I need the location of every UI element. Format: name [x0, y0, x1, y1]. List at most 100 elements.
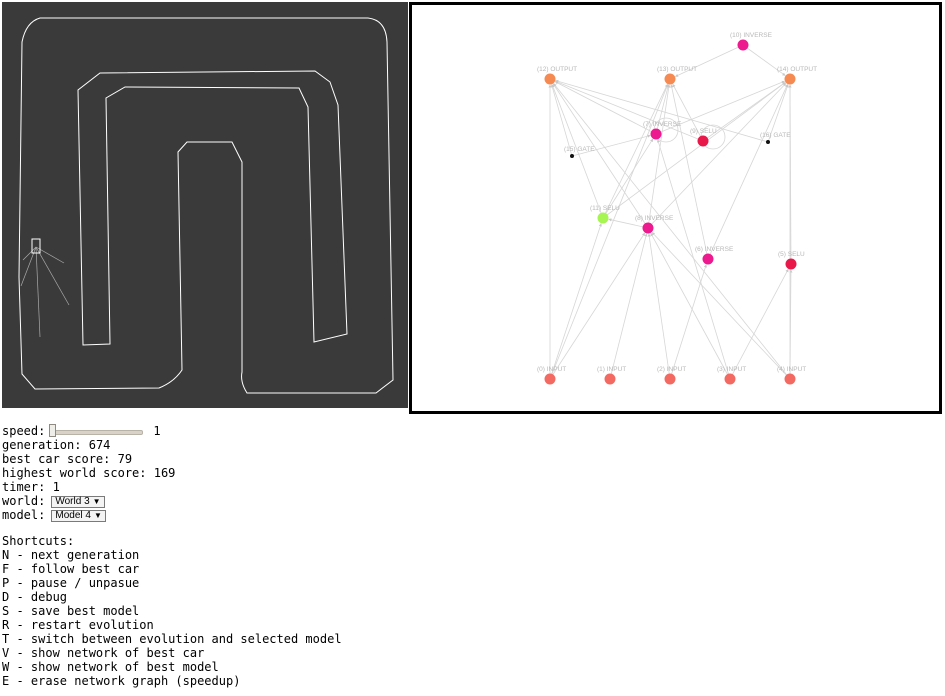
network-node-gate[interactable]: [570, 154, 574, 158]
network-node-inverse[interactable]: [702, 253, 714, 265]
network-node-input[interactable]: [544, 373, 556, 385]
network-edge: [655, 84, 670, 135]
shortcut-item: E - erase network graph (speedup): [2, 674, 241, 688]
track-outer-boundary: [18, 17, 394, 394]
network-edge: [552, 83, 649, 229]
speed-slider-thumb[interactable]: [49, 424, 57, 437]
chevron-down-icon: ▼: [92, 497, 101, 506]
shortcut-item: V - show network of best car: [2, 646, 205, 660]
network-edge: [729, 268, 789, 380]
network-node-gate[interactable]: [766, 140, 770, 144]
network-edge: [555, 79, 769, 143]
network-node-label: (2) INPUT: [657, 366, 686, 373]
network-node-label: (14) OUTPUT: [777, 66, 817, 73]
network-edge: [702, 82, 786, 142]
shortcut-item: W - show network of best model: [2, 660, 219, 674]
car-body[interactable]: [31, 238, 41, 254]
network-edge: [651, 231, 791, 380]
network-node-selu_green[interactable]: [597, 212, 609, 224]
shortcut-item: F - follow best car: [2, 562, 140, 576]
shortcut-item: T - switch between evolution and selecte…: [2, 632, 342, 646]
world-label: world:: [2, 494, 46, 508]
chevron-down-icon: ▼: [93, 511, 102, 520]
speed-label: speed:: [2, 424, 46, 438]
network-edge: [707, 83, 788, 260]
timer-value: 1: [52, 480, 60, 494]
network-node-label: (1) INPUT: [597, 366, 626, 373]
shortcut-item: P - pause / unpasue: [2, 576, 140, 590]
network-node-label: (0) INPUT: [537, 366, 566, 373]
network-node-selu[interactable]: [785, 258, 797, 270]
best-car-score-row: best car score: 79: [2, 452, 342, 466]
network-edge: [742, 44, 786, 76]
shortcut-item: R - restart evolution: [2, 618, 154, 632]
network-edge: [669, 264, 707, 380]
model-select[interactable]: Model 4▼: [51, 510, 106, 522]
network-edge: [602, 83, 668, 219]
network-node-label: (5) SELU: [778, 251, 805, 258]
speed-value: 1: [153, 424, 161, 438]
network-edge: [602, 138, 654, 219]
generation-label: generation:: [2, 438, 82, 452]
shortcut-item: S - save best model: [2, 604, 140, 618]
shortcut-item: D - debug: [2, 590, 68, 604]
network-node-inverse[interactable]: [737, 39, 749, 51]
spacer: [2, 522, 342, 534]
network-node-selu[interactable]: [697, 135, 709, 147]
network-node-label: (6) INVERSE: [695, 246, 734, 253]
network-edge: [609, 233, 648, 380]
shortcut-item: N - next generation: [2, 548, 140, 562]
car-sensor-ray: [35, 246, 70, 306]
network-edge: [767, 84, 789, 143]
highest-world-score-label: highest world score:: [2, 466, 147, 480]
network-node-input[interactable]: [784, 373, 796, 385]
network-node-inverse[interactable]: [650, 128, 662, 140]
network-edge: [672, 83, 704, 142]
network-edge: [554, 81, 657, 135]
speed-slider[interactable]: [49, 424, 145, 437]
network-edge: [551, 84, 604, 219]
model-row: model:Model 4▼: [2, 508, 342, 522]
network-edge: [571, 134, 651, 157]
network-edge: [647, 84, 671, 229]
network-node-input[interactable]: [664, 373, 676, 385]
network-node-input[interactable]: [724, 373, 736, 385]
network-node-output[interactable]: [664, 73, 676, 85]
network-graph: (0) INPUT(1) INPUT(2) INPUT(3) INPUT(4) …: [537, 32, 817, 385]
network-edge: [674, 44, 744, 77]
network-graph-panel[interactable]: (0) INPUT(1) INPUT(2) INPUT(3) INPUT(4) …: [409, 2, 942, 414]
generation-value: 674: [88, 438, 111, 452]
network-edge: [647, 233, 671, 380]
timer-row: timer: 1: [2, 480, 342, 494]
track-canvas[interactable]: [2, 2, 408, 408]
network-node-label: (9) SELU: [690, 128, 717, 135]
network-node-label: (7) INVERSE: [643, 121, 682, 128]
network-node-output[interactable]: [544, 73, 556, 85]
world-select[interactable]: World 3▼: [51, 496, 105, 508]
world-row: world: World 3▼: [2, 494, 342, 508]
model-select-value: Model 4: [55, 510, 91, 521]
network-edge: [670, 84, 709, 260]
network-edge: [550, 84, 573, 157]
car-sensor-ray: [22, 246, 37, 261]
car: [20, 238, 70, 338]
network-nodes: (0) INPUT(1) INPUT(2) INPUT(3) INPUT(4) …: [537, 32, 817, 385]
highest-world-score-row: highest world score: 169: [2, 466, 342, 480]
network-edge: [549, 223, 602, 380]
network-node-output[interactable]: [784, 73, 796, 85]
network-edge: [602, 82, 786, 219]
track-drawing: [18, 17, 394, 394]
network-node-label: (12) OUTPUT: [537, 66, 577, 73]
info-panel: speed: 1 generation: 674 best car score: …: [2, 424, 342, 688]
network-edge: [555, 80, 704, 142]
network-edges: [548, 44, 793, 380]
timer-label: timer:: [2, 480, 46, 494]
best-car-score-value: 79: [117, 452, 133, 466]
network-node-inverse[interactable]: [642, 222, 654, 234]
car-sensor-ray: [35, 246, 65, 264]
network-edge: [647, 82, 787, 229]
car-sensor-ray: [35, 246, 41, 338]
network-node-input[interactable]: [604, 373, 616, 385]
highest-world-score-value: 169: [153, 466, 176, 480]
shortcuts-title: Shortcuts:: [2, 534, 75, 548]
